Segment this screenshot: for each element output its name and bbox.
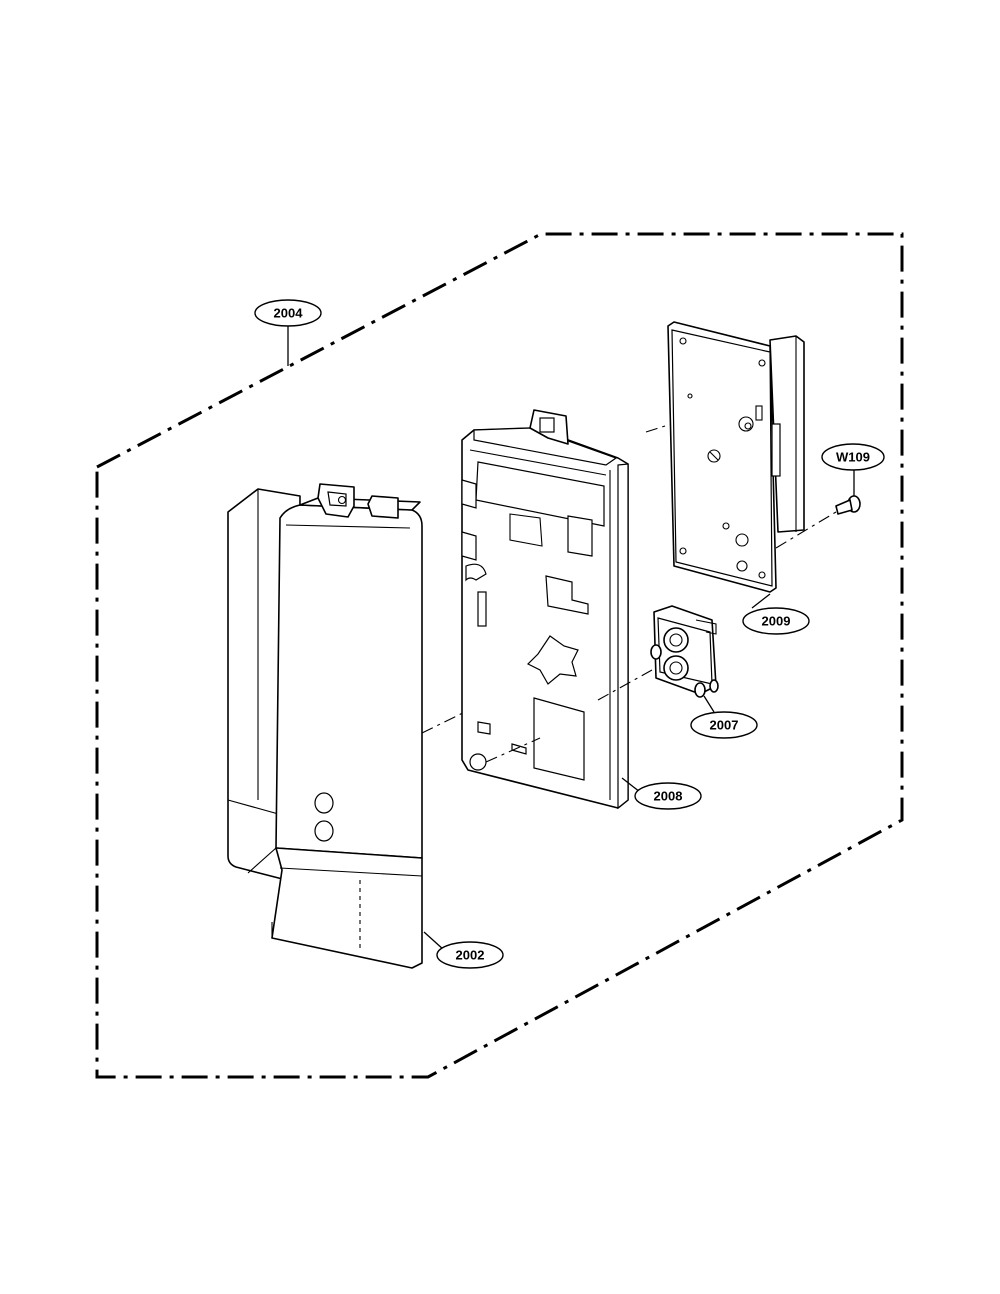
assembly-axis-screw bbox=[775, 511, 837, 549]
callout-2004: 2004 bbox=[254, 299, 322, 327]
part-2002-front-cover bbox=[227, 483, 423, 969]
callout-2004-label: 2004 bbox=[274, 306, 304, 321]
leader-2008 bbox=[621, 777, 641, 793]
callout-w109: W109 bbox=[821, 443, 885, 471]
leader-2007 bbox=[703, 695, 715, 713]
callout-2002: 2002 bbox=[436, 941, 504, 969]
part-2008-control-frame bbox=[461, 409, 629, 810]
assembly-boundary bbox=[95, 232, 904, 1079]
callout-w109-label: W109 bbox=[836, 450, 870, 465]
callout-2008: 2008 bbox=[634, 782, 702, 810]
callout-2009: 2009 bbox=[742, 607, 810, 635]
part-2009-pcb bbox=[667, 321, 805, 593]
callout-2008-label: 2008 bbox=[654, 789, 683, 804]
part-2007-button-assembly bbox=[650, 605, 719, 698]
leader-2009 bbox=[751, 593, 771, 609]
callout-2009-label: 2009 bbox=[762, 614, 791, 629]
part-w109-screw bbox=[835, 495, 861, 515]
assembly-axis-frame-lower bbox=[485, 737, 541, 763]
assembly-axis-2008-2007 bbox=[597, 669, 653, 701]
callout-2007: 2007 bbox=[690, 711, 758, 739]
leader-2002 bbox=[423, 931, 445, 951]
callout-2002-label: 2002 bbox=[456, 948, 485, 963]
callout-2007-label: 2007 bbox=[710, 718, 739, 733]
